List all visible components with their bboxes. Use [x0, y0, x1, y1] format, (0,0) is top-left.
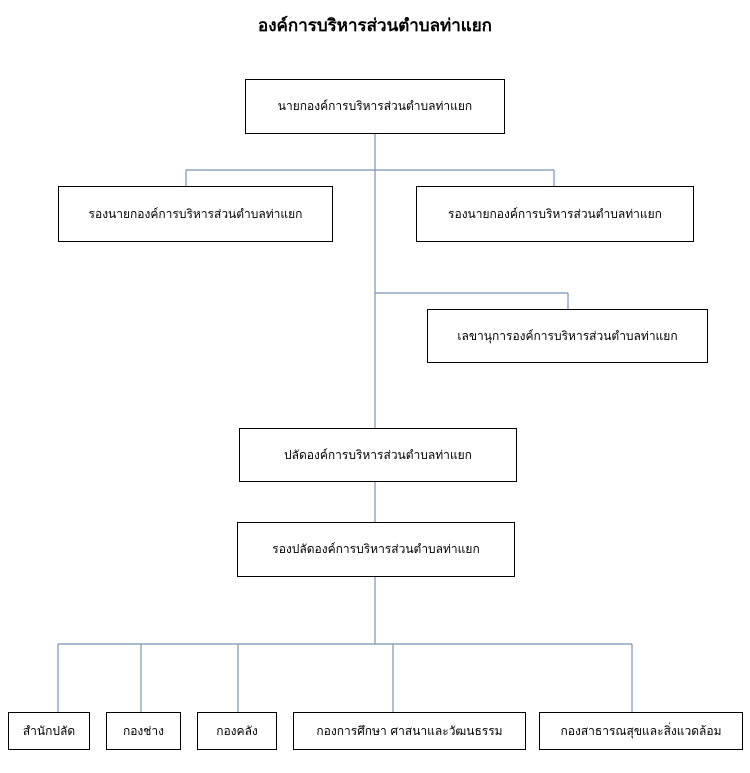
node-department-engineering: กองช่าง	[106, 712, 181, 750]
node-department-office: สำนักปลัด	[8, 712, 90, 750]
node-department-finance: กองคลัง	[197, 712, 277, 750]
chart-title: องค์การบริหารส่วนตำบลท่าแยก	[258, 16, 492, 36]
node-chief-administrator: ปลัดองค์การบริหารส่วนตำบลท่าแยก	[239, 428, 517, 482]
node-mayor: นายกองค์การบริหารส่วนตำบลท่าแยก	[245, 79, 505, 134]
node-department-public-health: กองสาธารณสุขและสิ่งแวดล้อม	[539, 712, 743, 750]
node-department-education: กองการศึกษา ศาสนาและวัฒนธรรม	[293, 712, 526, 750]
node-secretary: เลขานุการองค์การบริหารส่วนตำบลท่าแยก	[427, 309, 708, 363]
node-deputy-mayor-right: รองนายกองค์การบริหารส่วนตำบลท่าแยก	[416, 186, 694, 242]
node-deputy-chief-administrator: รองปลัดองค์การบริหารส่วนตำบลท่าแยก	[237, 522, 515, 577]
node-deputy-mayor-left: รองนายกองค์การบริหารส่วนตำบลท่าแยก	[58, 186, 333, 242]
